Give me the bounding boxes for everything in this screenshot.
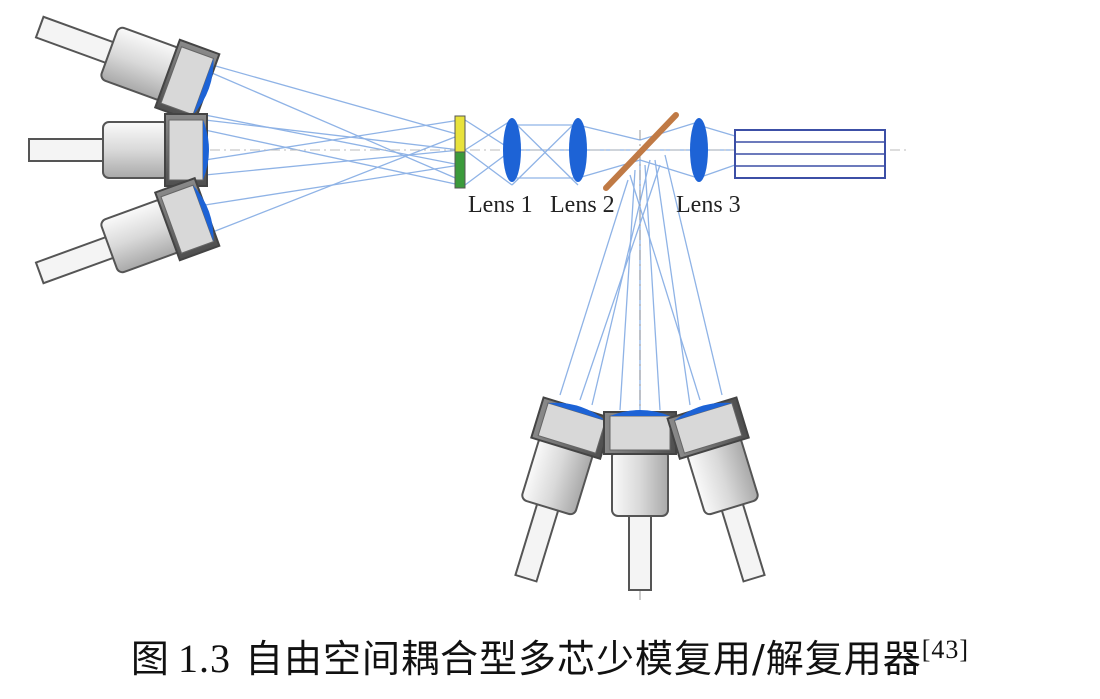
collimator-top-left [26,0,223,124]
optical-setup-diagram: Lens 1 Lens 2 Lens 3 [26,0,910,600]
lens-2 [569,118,587,182]
lens-1 [503,118,521,182]
collimator-bottom-3 [665,394,790,590]
collimator-bottom-2 [603,409,677,591]
caption-number: 1.3 [177,636,231,681]
collimator-middle-left [28,113,210,187]
caption-prefix: 图 [130,637,170,681]
collimator-bottom-left [26,176,223,308]
caption-reference: [43] [921,635,970,664]
beam-splitter [603,112,679,191]
collimator-bottom-1 [490,394,615,590]
light-rays [204,62,736,411]
lens-3 [690,118,708,182]
filter-plate [454,115,466,189]
caption-text: 自由空间耦合型多芯少模复用/解复用器 [244,637,922,681]
lens-3-label: Lens 3 [676,192,741,218]
multi-core-fiber [734,129,886,179]
lens-1-label: Lens 1 [468,192,533,218]
lens-2-label: Lens 2 [550,192,615,218]
